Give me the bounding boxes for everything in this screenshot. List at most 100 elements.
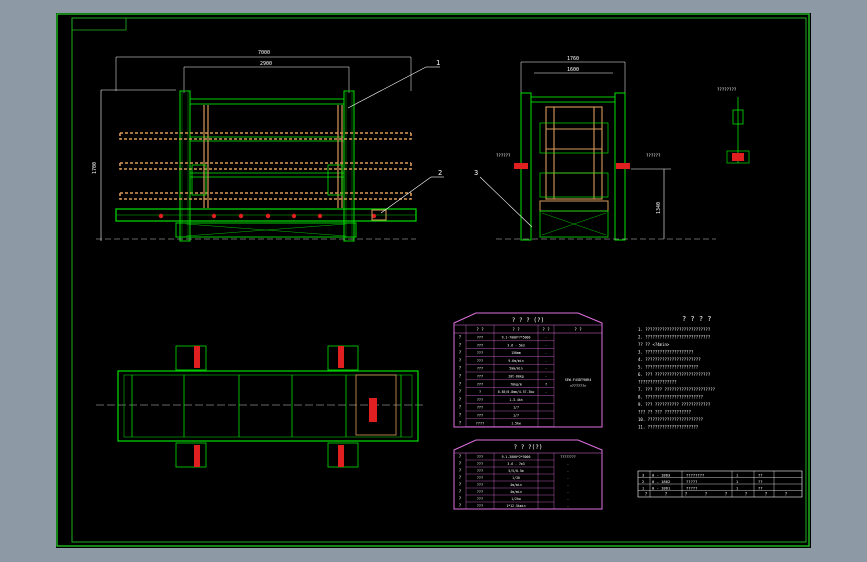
- table1-cell: ?: [545, 382, 547, 386]
- table1-cell: ?: [479, 390, 481, 394]
- title-block-cell: ????????: [686, 473, 704, 478]
- table1-note: SEW-F45DT90R4: [565, 378, 592, 382]
- table2-cell: -: [567, 476, 569, 480]
- table2-cell: -: [567, 469, 569, 473]
- callout-1: 1: [436, 59, 440, 67]
- table2-cell: ?: [459, 489, 462, 494]
- detail-view: ????????: [717, 87, 750, 164]
- title-block-cell: ??: [758, 479, 763, 484]
- table2-cell: ???: [477, 490, 483, 494]
- callout-1-leader: [347, 66, 427, 109]
- note-line: ??? ?? ??? ???????????: [638, 410, 692, 415]
- corner-label-box: [71, 17, 127, 31]
- table2-cell: 1*12.5kmin: [506, 504, 525, 508]
- table2-cell: -: [567, 497, 569, 501]
- table1-cell: 9.1-7000*7*5000: [502, 336, 531, 340]
- table1-cell: 70kg/m: [510, 382, 522, 386]
- table2-cell: ?: [459, 454, 462, 459]
- detail-label: ????????: [717, 87, 737, 92]
- table1-cell: ?: [459, 335, 462, 340]
- note-line: 9. ??? ?????????? ????????????: [638, 402, 711, 407]
- table1-cell: 1-3.4kh: [509, 398, 523, 402]
- table2-cell: ???: [477, 469, 483, 473]
- title-block-cell: ??: [758, 473, 763, 478]
- title-block-footer: ?: [665, 492, 668, 497]
- plan-view: [96, 345, 426, 468]
- table1-cell: ???: [477, 382, 483, 386]
- note-line: 10. ???????????????????????: [638, 417, 704, 422]
- note-line: 1. ???????????????????????????: [638, 327, 711, 332]
- title-block-cell: 3: [642, 473, 644, 478]
- table1-cell: ?: [459, 358, 462, 363]
- title-block-cell: ?????: [686, 479, 697, 484]
- table1-cell: 20t-60kg: [508, 375, 523, 379]
- table1-cell: ???: [477, 359, 483, 363]
- front-view: 7000 2900 1700: [92, 50, 444, 242]
- table2-cell: ?: [459, 496, 462, 501]
- note-line: 11. ?????????????????????: [638, 425, 699, 430]
- table1-cell: -: [545, 359, 547, 363]
- table2-cell: ???: [477, 462, 483, 466]
- table2-cell: 9.1-3000*2*5000: [502, 455, 531, 459]
- side-label-right: ??????: [646, 153, 661, 158]
- table2-cell: 1/30: [512, 476, 520, 480]
- table1-cell: ?: [459, 413, 462, 418]
- title-block-footer: ?: [765, 492, 768, 497]
- table1-cell: 1/7: [513, 406, 519, 410]
- title-block-cell: 0 - 1861: [652, 486, 671, 491]
- table2-cell: -: [567, 490, 569, 494]
- table2-cell: ?: [459, 482, 462, 487]
- table1-cell: -: [545, 343, 547, 347]
- spec-table-2: ? ? ?(?) ???? 9.1-3000*2*5000????????????…: [453, 439, 603, 510]
- table1-cell: ?: [459, 374, 462, 379]
- table1-title: ? ? ? (?): [512, 317, 545, 324]
- callout-2: 2: [438, 169, 442, 177]
- drawing-sheet: 7000 2900 1700: [56, 13, 811, 548]
- callout-3: 3: [474, 169, 478, 177]
- cad-drawing: 7000 2900 1700: [56, 13, 810, 547]
- technical-notes: ? ? ? ? 1. ???????????????????????????2.…: [638, 315, 716, 430]
- table1-cell: ???: [477, 351, 483, 355]
- side-inner-dim: 1600: [567, 67, 579, 73]
- inner-frame: [71, 17, 807, 543]
- front-overall-dim: 7000: [258, 50, 270, 56]
- spec-table-1: ? ? ? (?) ? ?? ?? ?? ?????9.1-7000*7*500…: [453, 312, 603, 428]
- note-line: 4. ???????????????????????: [638, 357, 701, 362]
- table2-cell: ???: [477, 497, 483, 501]
- table1-cell: ?: [459, 405, 462, 410]
- title-block-cell: 0 - 1862: [652, 479, 670, 484]
- note-line: 6. ??? ???????????????????????: [638, 372, 711, 377]
- note-line: 5. ??????????????????????: [638, 365, 699, 370]
- title-block-cell: 1: [642, 486, 645, 491]
- table1-cell: 1/7: [513, 414, 519, 418]
- note-line: 3. ????????????????????: [638, 350, 694, 355]
- side-label-left: ??????: [496, 153, 511, 158]
- title-block-footer: ?: [645, 492, 648, 497]
- side-view: 1760 1600 1340 ?????? ?????: [474, 56, 716, 241]
- table1-header-cell: ? ?: [574, 327, 582, 332]
- title-block-footer: ?: [705, 492, 708, 497]
- table1-cell: ???: [477, 367, 483, 371]
- title-block-footer: ?: [685, 492, 688, 497]
- table2-cell: ?: [459, 461, 462, 466]
- table2-cell: 3.6 - 7m3: [507, 462, 524, 466]
- table1-cell: ?: [459, 366, 462, 371]
- note-line: ????????????????: [638, 380, 677, 385]
- table1-cell: ???: [477, 336, 483, 340]
- front-inner-dim: 2900: [260, 61, 272, 67]
- table2-cell: 4m/min: [510, 483, 522, 487]
- table2-cell: ?: [459, 475, 462, 480]
- side-height-dim: 1340: [656, 202, 662, 214]
- table1-cell: ?: [459, 389, 462, 394]
- table2-title: ? ? ?(?): [514, 444, 543, 451]
- table1-cell: ???: [477, 406, 483, 410]
- table1-note-2: <??????>: [570, 384, 586, 388]
- table2-cell: 5/5/0.5m: [508, 469, 523, 473]
- table1-cell: ???: [477, 414, 483, 418]
- table1-cell: ?: [459, 420, 462, 425]
- table2-cell: -: [567, 504, 569, 508]
- title-block-footer: ?: [785, 492, 788, 497]
- table2-cell: ???: [477, 483, 483, 487]
- title-block-cell: 2: [642, 479, 644, 484]
